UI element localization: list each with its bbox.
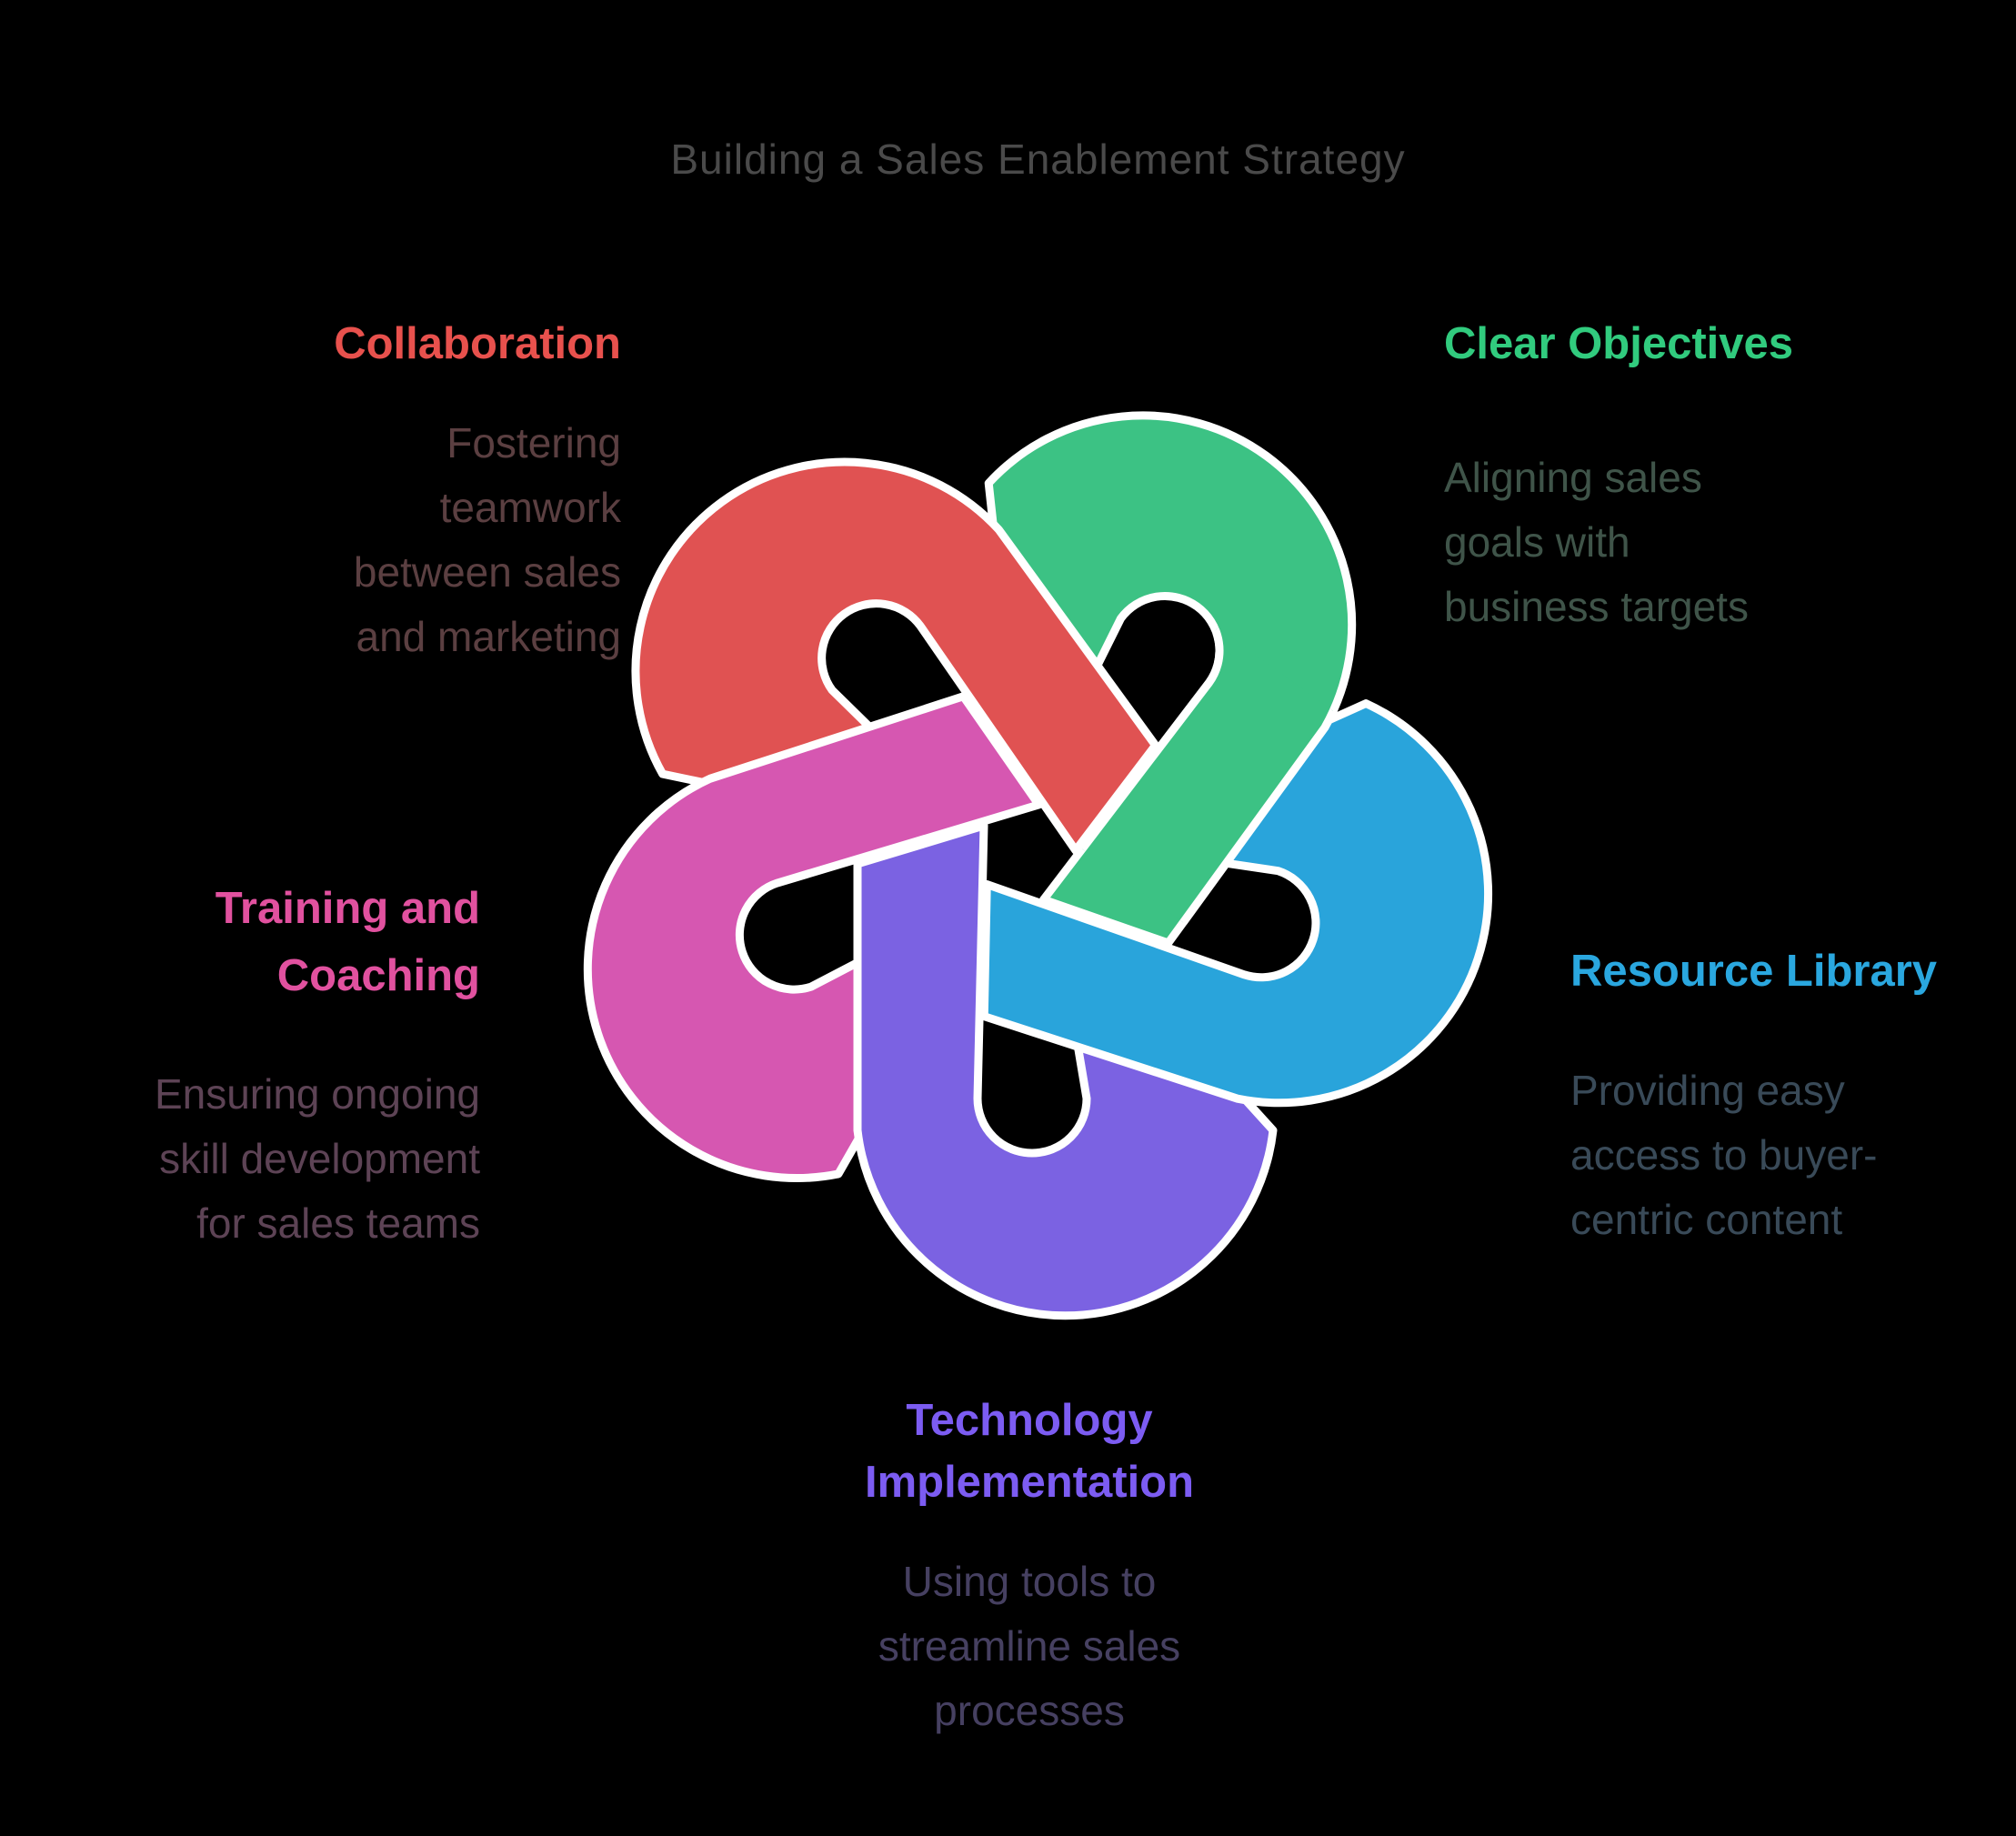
node-technology-implementation-description: Using tools to streamline sales processe… [878,1558,1181,1734]
node-resource-library-description: Providing easy access to buyer- centric … [1570,1067,1878,1243]
node-technology-implementation-label: Technology Implementation [864,1396,1195,1507]
node-clear-objectives-label: Clear Objectives [1444,319,1794,368]
node-resource-library-label: Resource Library [1570,947,1938,996]
node-training-and-coaching: Training and Coaching Ensuring ongoing s… [155,875,480,1256]
node-collaboration: Collaboration Fostering teamwork between… [334,316,621,669]
node-training-and-coaching-description: Ensuring ongoing skill development for s… [154,1070,480,1247]
node-technology-implementation: Technology Implementation Using tools to… [666,1390,1393,1743]
node-collaboration-label: Collaboration [334,319,621,368]
node-collaboration-description: Fostering teamwork between sales and mar… [353,419,621,660]
page-title: Building a Sales Enablement Strategy [670,135,1406,183]
node-resource-library: Resource Library Providing easy access t… [1570,944,1937,1252]
node-clear-objectives-description: Aligning sales goals with business targe… [1444,454,1749,630]
node-clear-objectives: Clear Objectives Aligning sales goals wi… [1444,316,1793,639]
node-training-and-coaching-label: Training and Coaching [215,884,480,1000]
